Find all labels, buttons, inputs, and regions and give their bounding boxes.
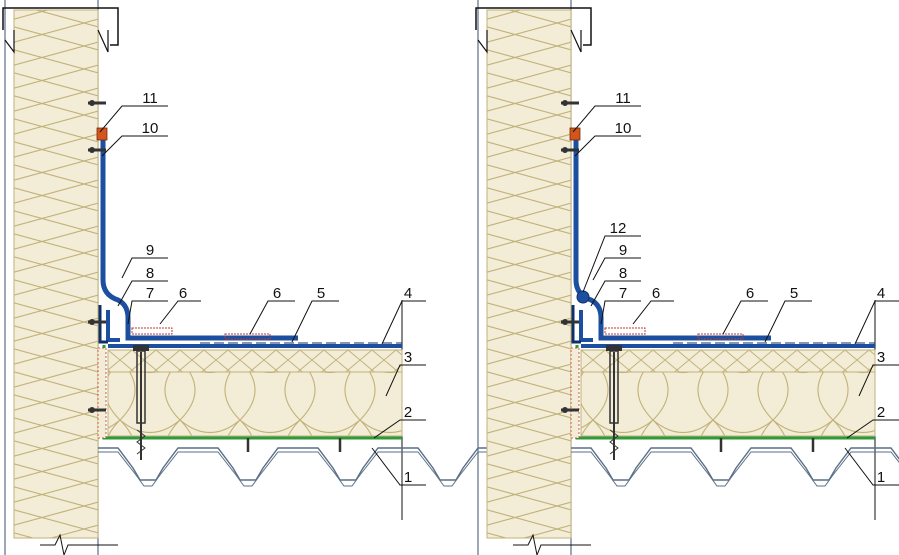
callout-leader xyxy=(291,300,339,343)
callout-label: 9 xyxy=(619,242,627,259)
sealing-gasket xyxy=(96,127,108,141)
upstand-membrane xyxy=(100,140,298,341)
callout-label: 6 xyxy=(652,285,660,302)
corner-membrane xyxy=(106,310,120,342)
callout-label: 2 xyxy=(877,404,885,421)
callout-leader xyxy=(381,300,426,345)
wall-screw-head-2 xyxy=(562,147,568,153)
callout-leader xyxy=(371,447,426,486)
callout-leader xyxy=(385,364,426,397)
steel-deck-inner xyxy=(571,451,899,487)
callout-label: 4 xyxy=(404,285,412,302)
callout-leader xyxy=(858,364,899,397)
adhesive-strip-2 xyxy=(224,333,271,340)
callout-label: 8 xyxy=(146,265,154,282)
adhesive-strip-1 xyxy=(604,327,646,335)
callout-leader xyxy=(574,135,641,157)
wall-cap xyxy=(2,7,119,46)
wall-screw-head-3 xyxy=(562,319,568,325)
callout-leader xyxy=(121,257,168,279)
callout-label: 1 xyxy=(404,469,412,486)
callout-label: 1 xyxy=(877,469,885,486)
wall-cap xyxy=(475,7,592,46)
angle-flashing xyxy=(571,305,581,344)
callout-label: 4 xyxy=(877,285,885,302)
fastener-thread xyxy=(609,429,619,455)
wall-cap-bracket xyxy=(4,30,15,54)
callout-leader xyxy=(590,280,641,307)
callout-label: 9 xyxy=(146,242,154,259)
edge-strip xyxy=(570,347,580,439)
steel-deck xyxy=(571,447,899,481)
callout-label: 6 xyxy=(273,285,281,302)
roof-insulation-top-hatch xyxy=(108,350,402,372)
wall-cap-bracket xyxy=(477,30,488,54)
detail-right: 11 10 12 9 8 7 6 6 5 4 3 2 1 xyxy=(475,0,899,555)
callout-leader xyxy=(846,419,899,439)
callout-label: 12 xyxy=(610,220,627,237)
callout-label: 10 xyxy=(615,120,632,137)
adhesive-strip-2 xyxy=(697,333,744,340)
wall-screw-head-4 xyxy=(89,407,95,413)
callout-label: 6 xyxy=(746,285,754,302)
sealing-gasket xyxy=(569,127,581,141)
adhesive-strip-1 xyxy=(131,327,173,335)
callout-label: 5 xyxy=(790,285,798,302)
corner-membrane xyxy=(579,310,593,342)
callout-leader xyxy=(373,419,426,439)
callout-label: 8 xyxy=(619,265,627,282)
callout-leader xyxy=(764,300,812,343)
break-symbol xyxy=(513,533,591,555)
upstand-membrane xyxy=(573,140,771,341)
callout-leader xyxy=(632,300,674,325)
fastener-thread xyxy=(136,429,146,455)
wall-screw-head-1 xyxy=(89,100,95,106)
steel-deck xyxy=(98,447,508,481)
steel-deck-inner xyxy=(98,451,508,487)
callout-label: 5 xyxy=(317,285,325,302)
wall-cap-bracket-right xyxy=(570,29,582,53)
wall-insulation-hatch xyxy=(487,10,571,538)
wall-screw-head-2 xyxy=(89,147,95,153)
callout-leader xyxy=(101,135,168,157)
callout-leader xyxy=(117,280,168,307)
edge-strip xyxy=(97,347,107,439)
wall-insulation-hatch xyxy=(14,10,98,538)
callout-leader xyxy=(99,105,168,133)
callout-leader xyxy=(159,300,201,325)
callout-leader xyxy=(722,300,768,335)
roof-insulation-hatch xyxy=(108,372,402,436)
callout-leader xyxy=(592,257,641,281)
callout-label: 11 xyxy=(142,90,158,107)
wall-screw-head-3 xyxy=(89,319,95,325)
roof-insulation-top-hatch xyxy=(581,350,875,372)
callout-leader xyxy=(572,105,641,133)
callout-label: 3 xyxy=(877,349,885,366)
wall-cap-bracket-right xyxy=(97,29,109,53)
wall-screw-head-1 xyxy=(562,100,568,106)
callout-leader xyxy=(127,300,168,325)
callout-label: 7 xyxy=(619,285,627,302)
callout-label: 6 xyxy=(179,285,187,302)
fastener-plate xyxy=(133,345,149,351)
callout-leader xyxy=(854,300,899,345)
roof-insulation-hatch xyxy=(581,372,875,436)
callout-leader xyxy=(582,235,641,293)
fastener-plate xyxy=(606,345,622,351)
angle-flashing xyxy=(98,305,108,344)
callout-label: 11 xyxy=(615,90,631,107)
callout-label: 7 xyxy=(146,285,154,302)
callout-label: 2 xyxy=(404,404,412,421)
round-profile xyxy=(576,290,590,304)
callout-leader xyxy=(249,300,295,335)
callout-label: 3 xyxy=(404,349,412,366)
wall-screw-head-4 xyxy=(562,407,568,413)
callout-leader xyxy=(844,447,899,486)
callout-leader xyxy=(600,300,641,325)
break-symbol xyxy=(40,533,118,555)
detail-left: 11 10 9 8 7 6 6 5 4 3 2 1 xyxy=(2,0,508,555)
callout-label: 10 xyxy=(142,120,159,137)
